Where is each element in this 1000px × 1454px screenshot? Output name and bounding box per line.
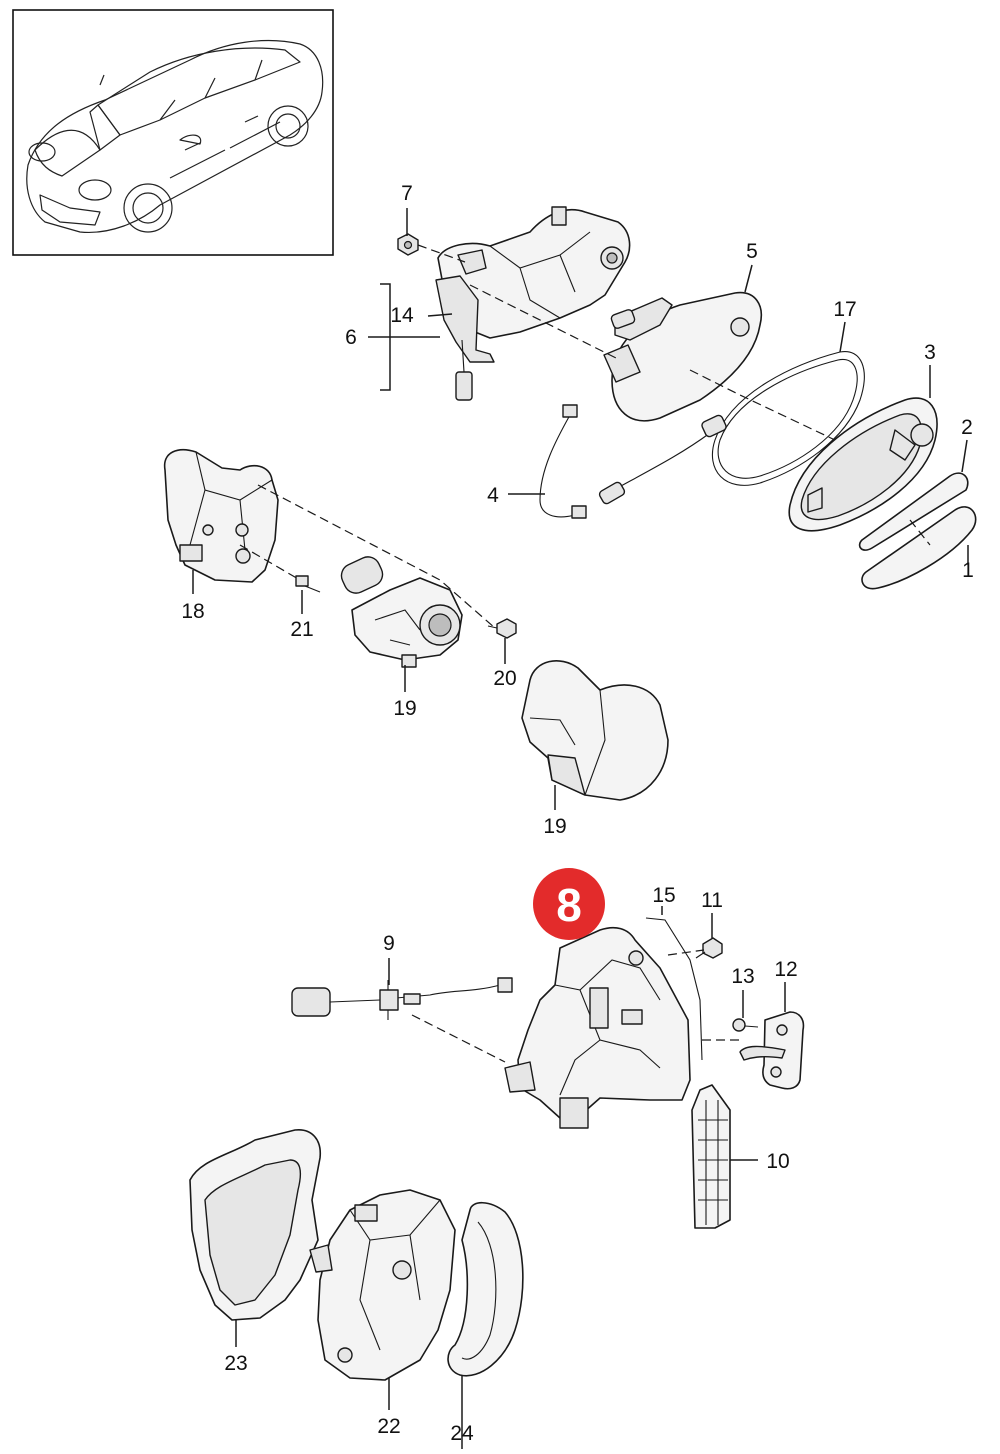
- label-24: 24: [450, 1422, 474, 1445]
- cable-9: [291, 977, 513, 1020]
- handle-carrier-assembly: [435, 206, 631, 401]
- label-21: 21: [290, 618, 313, 641]
- motor-18: [340, 556, 463, 668]
- label-1: 1: [962, 559, 974, 582]
- trim-3: [788, 397, 938, 532]
- screw-13: [732, 1018, 759, 1032]
- rod-15: [645, 917, 703, 1061]
- label-15: 15: [652, 884, 675, 907]
- label-2: 2: [961, 416, 973, 439]
- cover-23: [189, 1129, 321, 1321]
- label-5: 5: [746, 240, 758, 263]
- lock-housing-22: [309, 1189, 456, 1381]
- highlight-badge-8[interactable]: 8: [533, 868, 605, 940]
- label-11: 11: [701, 889, 723, 912]
- label-17: 18: [181, 600, 204, 623]
- handle-1: [861, 506, 977, 590]
- label-10: 10: [766, 1150, 789, 1173]
- label-3: 3: [924, 341, 936, 364]
- pad-10: [691, 1084, 731, 1229]
- label-22: 22: [377, 1415, 400, 1438]
- label-4: 4: [487, 484, 499, 507]
- leader-lines: [192, 208, 969, 1454]
- assembly-guide-lines: [239, 244, 931, 1063]
- screw-21: [295, 575, 321, 593]
- callout-labels: 7 5 17 3 2 1 14 6 4 18 21 19 20 19 9 15 …: [181, 182, 974, 1445]
- strip-2: [858, 472, 969, 551]
- label-20: 20: [493, 667, 516, 690]
- striker-12: [739, 1011, 805, 1090]
- cover-24: [447, 1201, 524, 1377]
- label-23: 23: [224, 1352, 247, 1375]
- label-13: 13: [731, 965, 754, 988]
- label-19: 19: [543, 815, 566, 838]
- vehicle-thumbnail: [12, 9, 334, 256]
- latch-8: [504, 926, 691, 1129]
- label-7: 7: [401, 182, 413, 205]
- nut-7: [397, 233, 419, 256]
- highlight-badge-text: 8: [556, 879, 582, 931]
- label-14: 14: [390, 304, 414, 327]
- screw-20: [487, 618, 517, 639]
- seal-16: [711, 351, 865, 486]
- lock-housing-17: [163, 448, 279, 583]
- cover-19: [521, 660, 669, 801]
- label-18: 19: [393, 697, 416, 720]
- label-6: 6: [345, 326, 357, 349]
- highlight-badge-circle: [533, 868, 605, 940]
- handle-bracket-5: [603, 291, 762, 422]
- label-16: 17: [833, 298, 856, 321]
- screw-11: [695, 937, 723, 959]
- label-12: 12: [774, 958, 797, 981]
- cable-4: [539, 404, 727, 519]
- label-9: 9: [383, 932, 395, 955]
